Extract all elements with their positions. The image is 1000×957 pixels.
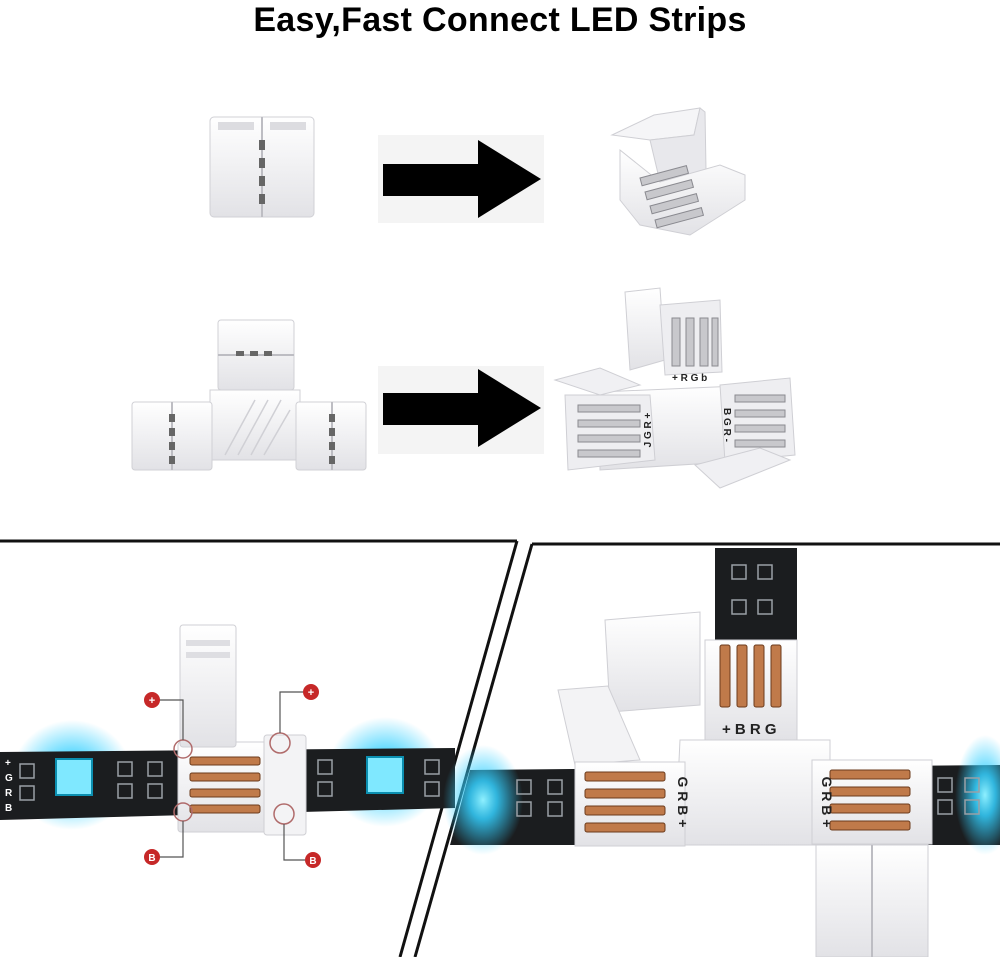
strip-pin-plus: + bbox=[5, 758, 11, 769]
bottom-left-demo: + G R B bbox=[0, 624, 455, 861]
open-t-connector: + R G b B G R - J G R + bbox=[553, 287, 796, 489]
right-arrow-icon bbox=[378, 366, 544, 454]
strip-pin-g: G bbox=[5, 773, 13, 784]
right-left-pin-labels: G R B + bbox=[675, 777, 691, 828]
bottom-right-demo: + B R G G R B + G R B + bbox=[443, 548, 1000, 957]
svg-text:+: + bbox=[149, 695, 155, 707]
t-top-pin-labels: + R G b bbox=[672, 373, 707, 384]
t-right-pin-labels: B G R - bbox=[721, 408, 732, 442]
strip-pin-r: R bbox=[5, 788, 13, 799]
b-badge-icon: B bbox=[305, 852, 321, 868]
svg-text:B: B bbox=[309, 856, 316, 867]
plus-badge-icon: + bbox=[303, 684, 319, 700]
t-left-pin-labels: J G R + bbox=[643, 412, 654, 447]
svg-text:+: + bbox=[308, 687, 314, 699]
right-arrow-icon bbox=[378, 135, 544, 223]
closed-t-connector bbox=[131, 319, 367, 471]
right-right-pin-labels: G R B + bbox=[819, 777, 835, 828]
closed-straight-connector bbox=[209, 116, 315, 218]
open-straight-connector bbox=[610, 107, 746, 236]
b-badge-icon: B bbox=[144, 849, 160, 865]
page-title: Easy,Fast Connect LED Strips bbox=[253, 1, 747, 39]
strip-pin-b: B bbox=[5, 803, 12, 814]
right-top-pin-labels: + B R G bbox=[722, 721, 777, 738]
plus-badge-icon: + bbox=[144, 692, 160, 708]
svg-text:B: B bbox=[148, 853, 155, 864]
